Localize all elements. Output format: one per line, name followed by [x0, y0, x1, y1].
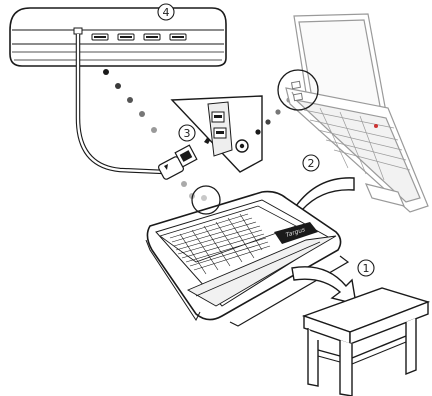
usb-port-row: [91, 33, 187, 41]
port-closeup: [170, 95, 263, 173]
usb-plug: [157, 144, 198, 180]
pad-port-highlight: [191, 185, 221, 215]
usb-hub: [9, 7, 227, 67]
step-1-arrow: 1: [291, 259, 375, 305]
step-3-marker: 3: [178, 124, 196, 142]
step-1-label: 1: [363, 262, 370, 275]
step-4-label: 4: [163, 6, 170, 19]
table: [301, 287, 431, 396]
fan-grille: [169, 213, 271, 275]
laptop-port-highlight: [277, 69, 319, 111]
cooling-pad: Targus: [145, 190, 350, 327]
laptop: [285, 13, 429, 213]
step-2-label: 2: [308, 157, 315, 170]
step-3-label: 3: [184, 127, 191, 140]
step-4-marker: 4: [157, 3, 175, 21]
laptop-side-ports: [290, 80, 304, 102]
